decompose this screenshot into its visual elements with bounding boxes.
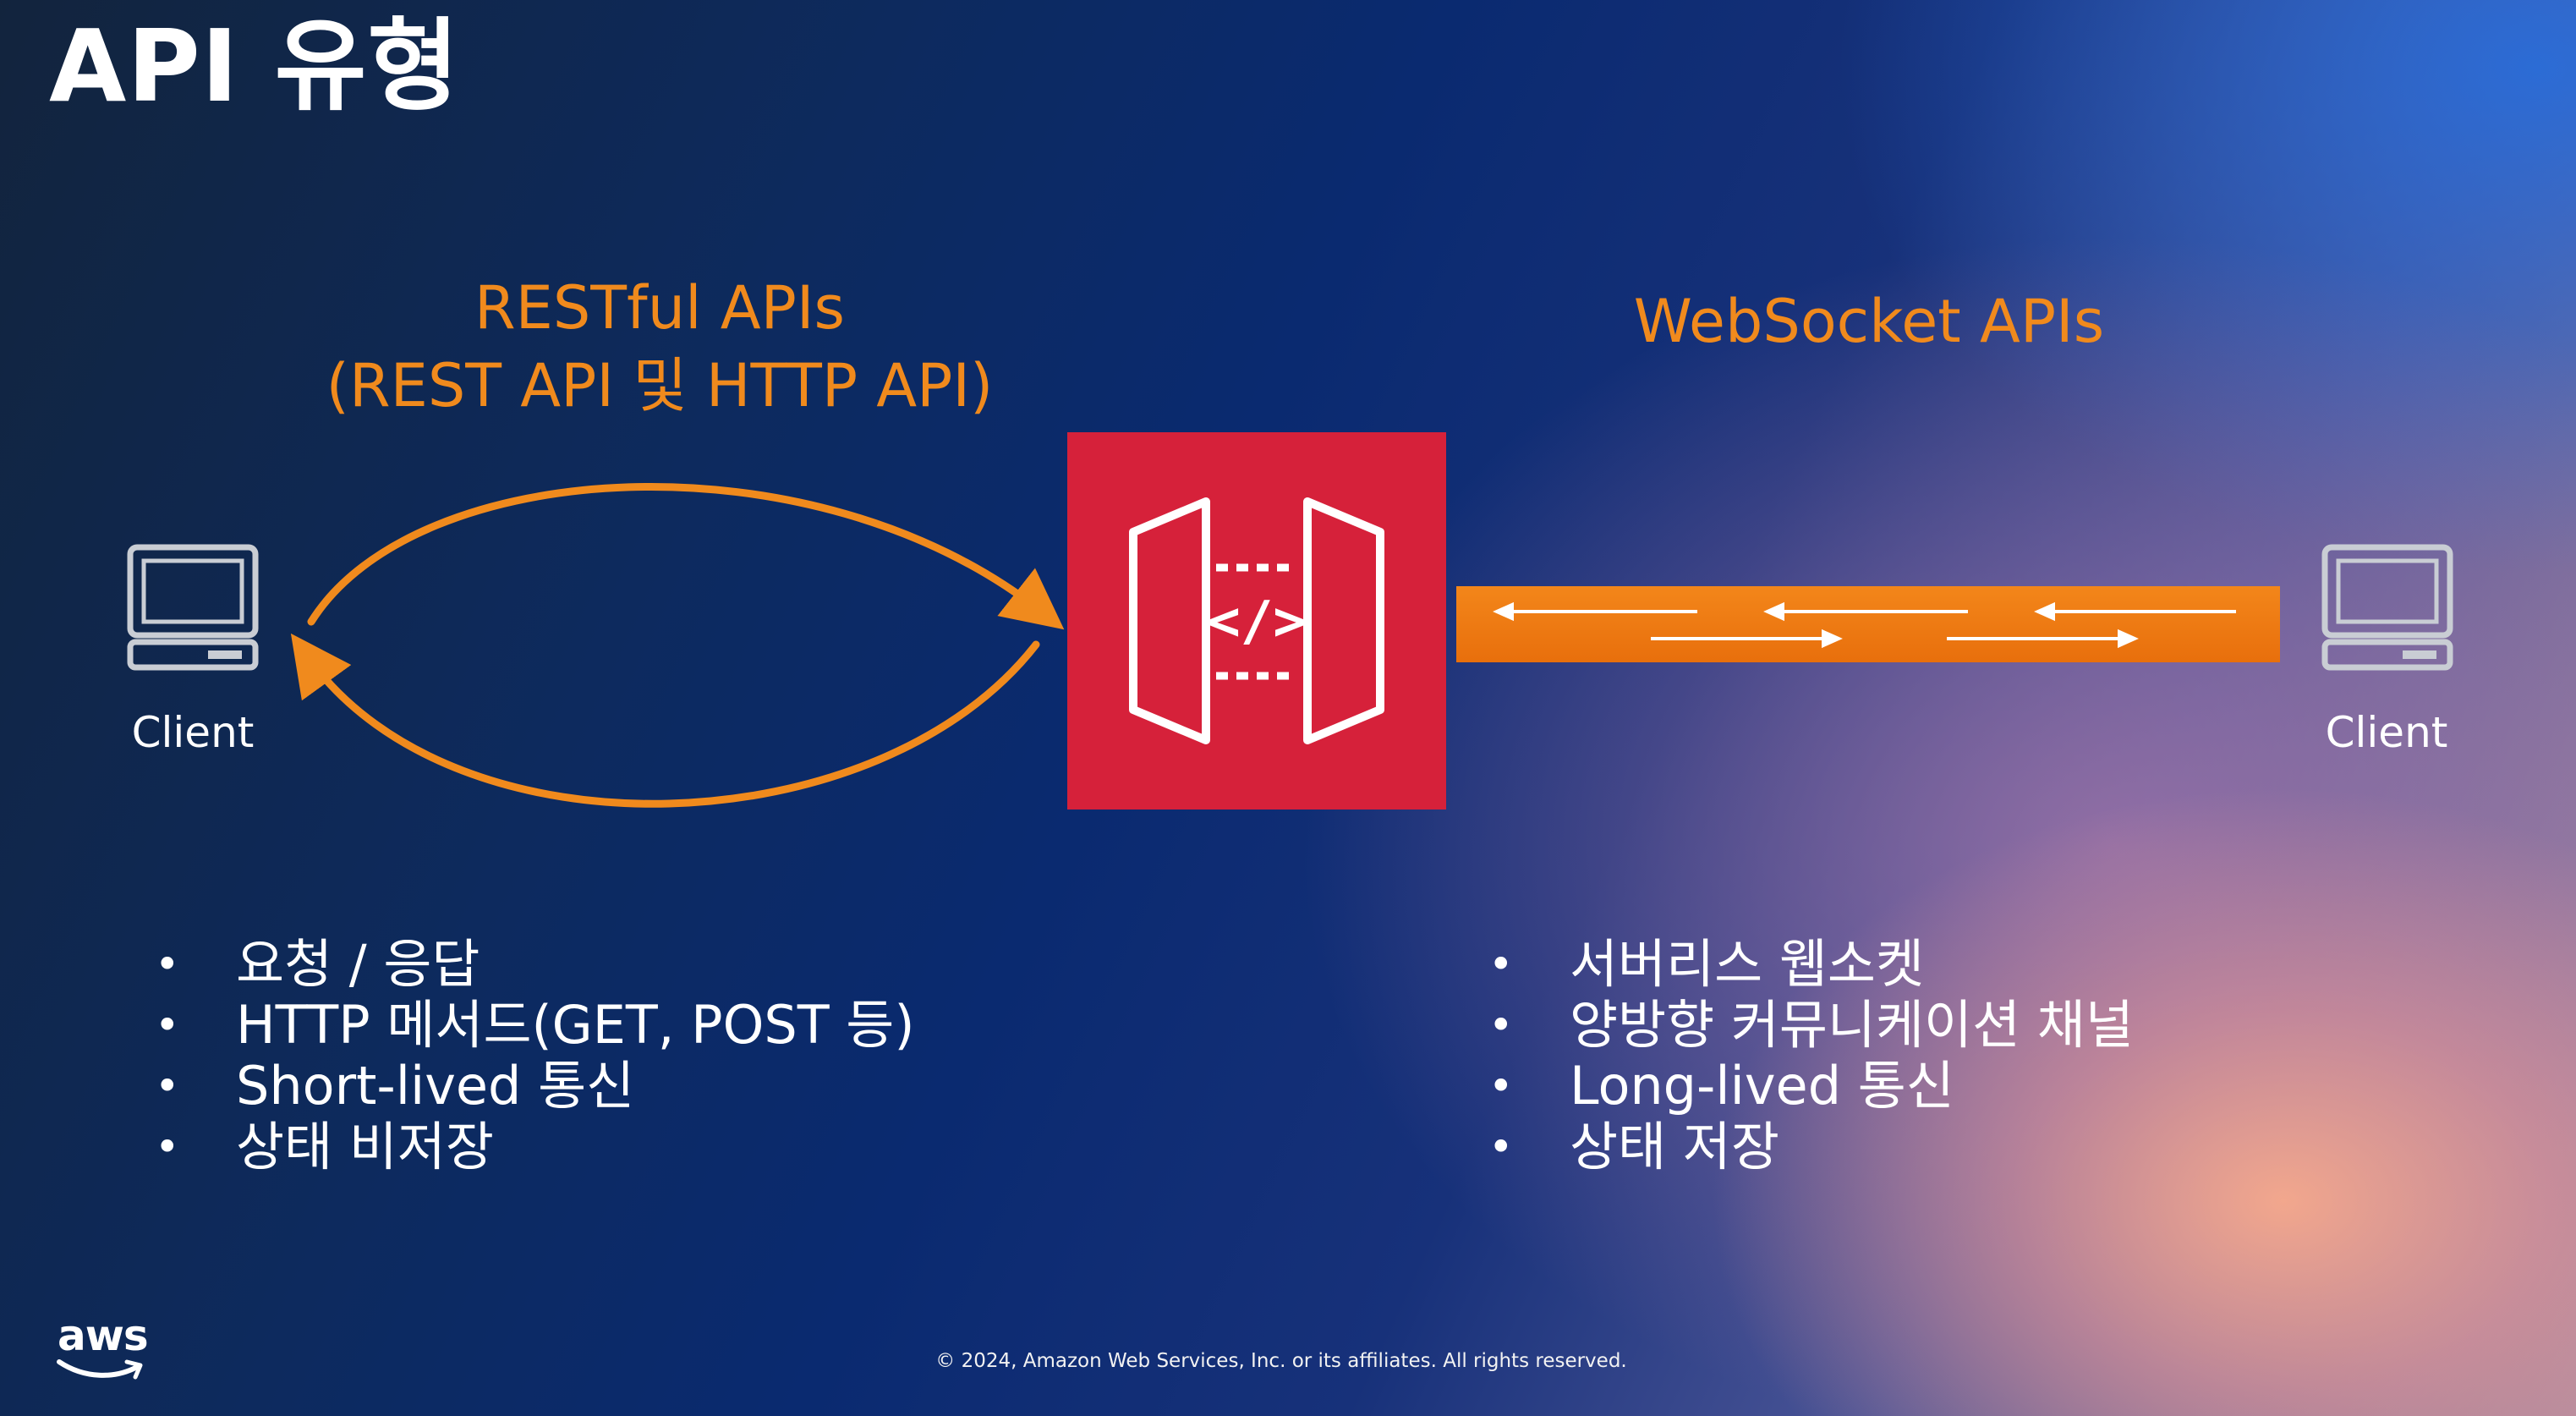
list-item: 서버리스 웹소켓 — [1488, 934, 2134, 996]
response-arc — [290, 633, 1040, 808]
copyright-footer: © 2024, Amazon Web Services, Inc. or its… — [935, 1350, 1627, 1372]
list-item: HTTP 메서드(GET, POST 등) — [155, 995, 915, 1057]
client-computer-icon-left — [127, 544, 259, 671]
list-item: 상태 저장 — [1488, 1117, 2134, 1178]
client-label-left: Client — [131, 708, 255, 757]
list-item: 요청 / 응답 — [155, 934, 915, 996]
request-response-arrows — [290, 483, 1065, 808]
restful-title: RESTful APIs (REST API 및 HTTP API) — [279, 269, 1040, 425]
list-item: 상태 비저장 — [155, 1117, 915, 1178]
bidirectional-arrows — [1493, 601, 2236, 649]
client-computer-icon-right — [2321, 544, 2453, 671]
list-item: 양방향 커뮤니케이션 채널 — [1488, 995, 2134, 1057]
api-gateway-icon: </> — [1067, 432, 1446, 810]
list-item: Long-lived 통신 — [1488, 1056, 2134, 1117]
api-gateway-glyph-icon: </> — [1129, 497, 1384, 744]
slide-title: API 유형 — [49, 8, 460, 124]
websocket-features-list: 서버리스 웹소켓 양방향 커뮤니케이션 채널 Long-lived 통신 상태 … — [1488, 934, 2134, 1178]
aws-smile-icon — [57, 1359, 143, 1380]
client-label-right: Client — [2325, 708, 2448, 757]
restful-title-line2: (REST API 및 HTTP API) — [326, 351, 994, 420]
request-arc — [307, 483, 1065, 630]
websocket-pipe — [1456, 586, 2280, 662]
aws-logo: aws — [58, 1311, 149, 1360]
websocket-title: WebSocket APIs — [1633, 287, 2105, 356]
code-glyph: </> — [1208, 590, 1306, 653]
list-item: Short-lived 통신 — [155, 1056, 915, 1117]
restful-title-line1: RESTful APIs — [474, 273, 845, 343]
restful-features-list: 요청 / 응답 HTTP 메서드(GET, POST 등) Short-live… — [155, 934, 915, 1178]
